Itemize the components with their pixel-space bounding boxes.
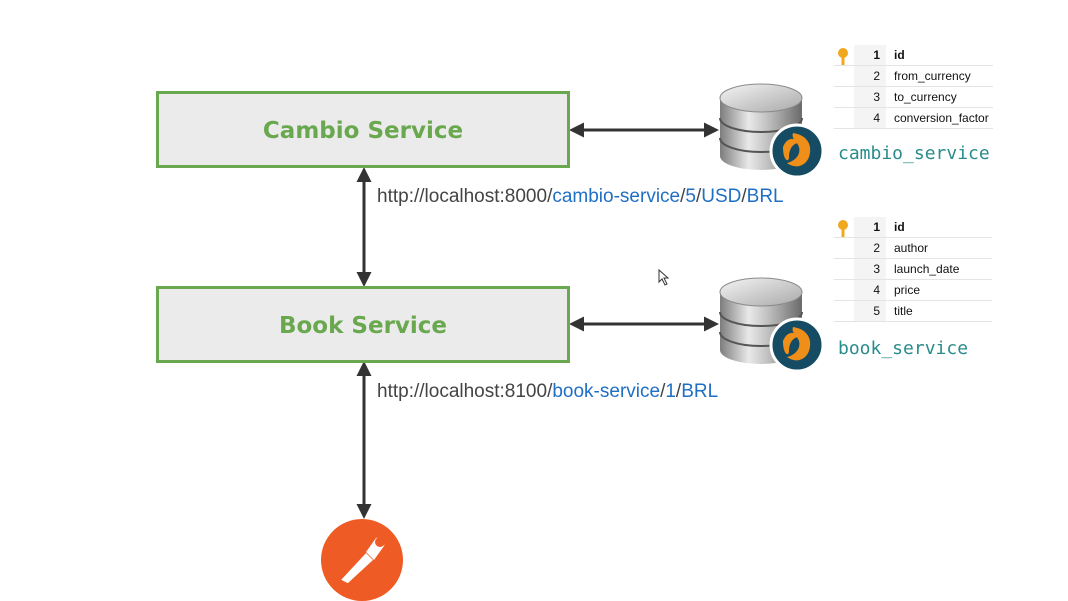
- mysql-dolphin-icon: [769, 123, 825, 179]
- book-service-url: http://localhost:8100/book-service/1/BRL: [377, 381, 719, 402]
- book-service-box: Book Service: [156, 286, 570, 363]
- mysql-dolphin-icon: [769, 317, 825, 373]
- cambio-service-title: Cambio Service: [262, 118, 464, 144]
- postman-icon: [321, 519, 403, 601]
- cursor-icon: [658, 268, 670, 286]
- cambio-service-url: http://localhost:8000/cambio-service/5/U…: [377, 186, 784, 207]
- book-db-name: book_service: [838, 338, 969, 359]
- cambio-db-name: cambio_service: [838, 143, 990, 164]
- cambio-service-box: Cambio Service: [156, 91, 570, 168]
- book-service-title: Book Service: [278, 313, 448, 339]
